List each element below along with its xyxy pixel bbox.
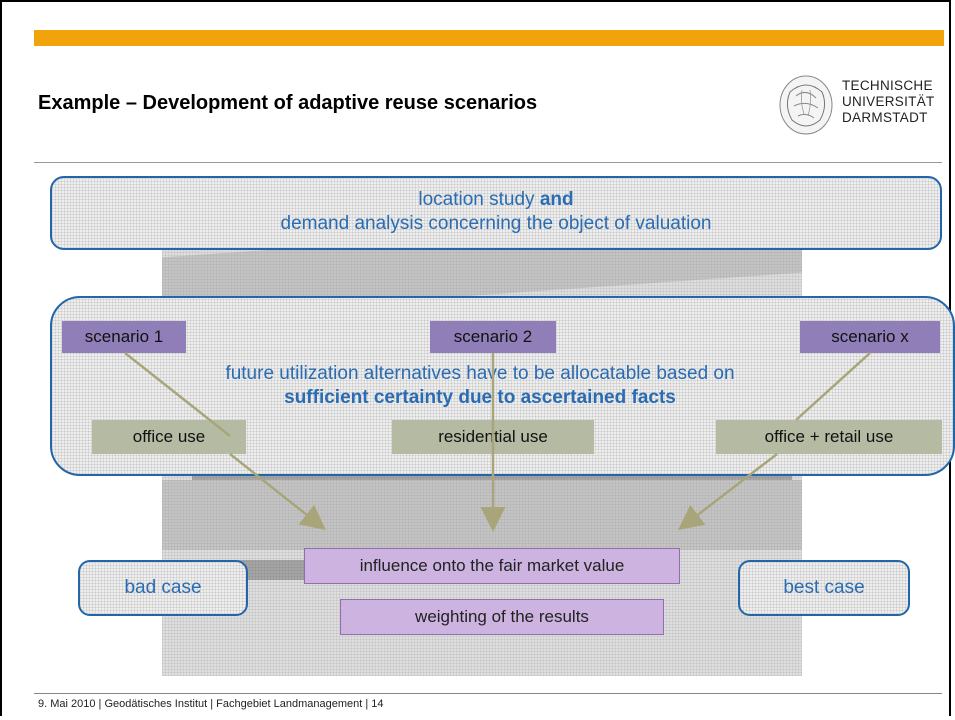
utilization-line-1: future utilization alternatives have to …: [225, 363, 735, 384]
scenario-1-box: scenario 1: [62, 321, 186, 353]
title-divider: [34, 162, 942, 163]
arrow-office-to-influence: [229, 453, 326, 531]
university-logo: TECHNISCHE UNIVERSITÄT DARMSTADT: [776, 72, 946, 142]
header-accent-bar: [34, 30, 944, 46]
weighting-box: weighting of the results: [340, 599, 664, 635]
location-study-and: and: [539, 189, 574, 210]
best-case-box: best case: [738, 560, 910, 616]
footer-divider: [34, 693, 942, 694]
demand-analysis-text: demand analysis concerning the object of…: [280, 213, 712, 234]
slide-title: Example – Development of adaptive reuse …: [38, 92, 538, 114]
bad-case-box: bad case: [78, 560, 248, 616]
logo-wordmark: TECHNISCHE UNIVERSITÄT DARMSTADT: [842, 78, 935, 126]
utilization-line-2: sufficient certainty due to ascertained …: [284, 387, 676, 408]
scenario-x-box: scenario x: [800, 321, 940, 353]
arrow-scenario-x: [795, 352, 871, 421]
office-use-box: office use: [92, 420, 246, 454]
location-study-box: location study and demand analysis conce…: [50, 176, 942, 250]
scenario-2-box: scenario 2: [430, 321, 556, 353]
footer-text: 9. Mai 2010 | Geodätisches Institut | Fa…: [38, 698, 384, 710]
influence-box: influence onto the fair market value: [304, 548, 680, 584]
arrow-retail-to-influence: [678, 453, 778, 531]
location-study-text: location study: [418, 189, 540, 210]
logo-line-1: TECHNISCHE: [842, 78, 933, 93]
office-retail-use-box: office + retail use: [716, 420, 942, 454]
arrow-scenario-1: [124, 352, 231, 437]
seal-icon: [779, 75, 833, 135]
logo-line-2: UNIVERSITÄT: [842, 94, 935, 109]
logo-line-3: DARMSTADT: [842, 110, 928, 125]
utilization-text: future utilization alternatives have to …: [100, 362, 860, 410]
